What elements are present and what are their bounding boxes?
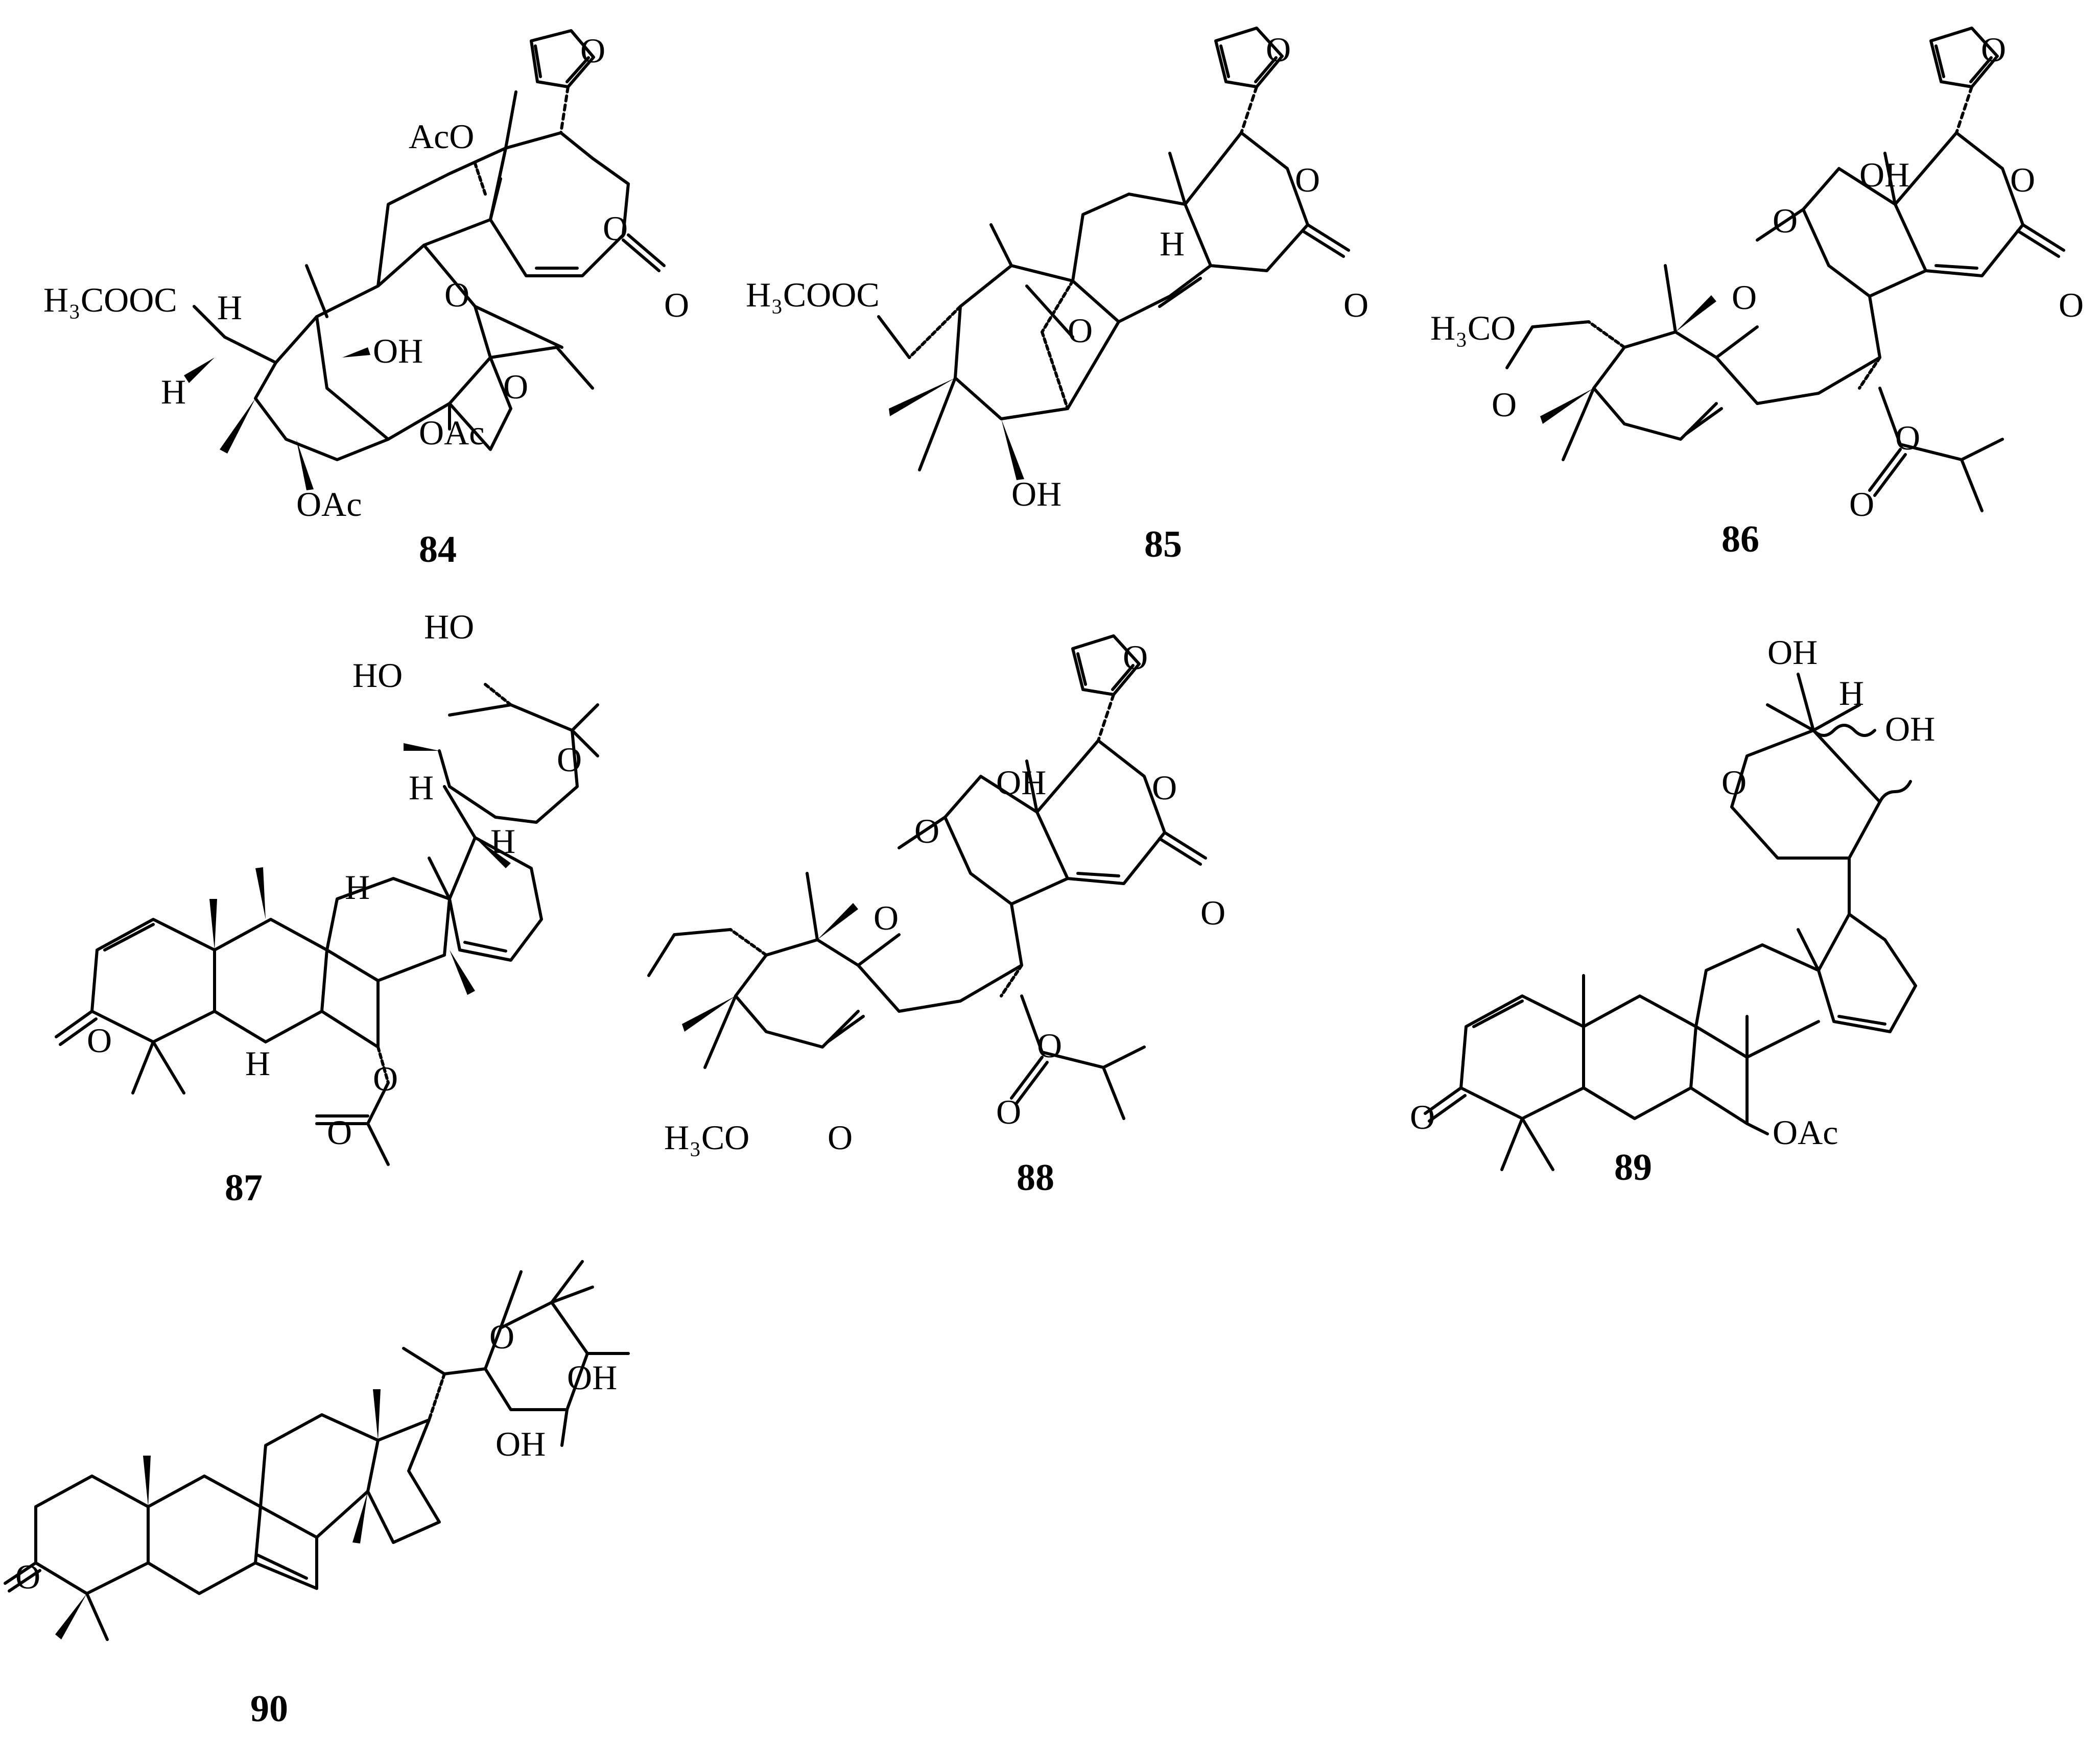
atom-label: O (1849, 485, 1874, 524)
compound-number: 88 (1017, 1157, 1054, 1199)
compound-87: HO HO O H H H H O O O 87 (55, 607, 599, 1209)
atom-label: O (373, 1059, 398, 1098)
atom-label: O (1152, 768, 1177, 807)
atom-label: OAc (296, 485, 362, 524)
atom-label: OH (373, 331, 423, 370)
compound-number: 87 (225, 1167, 263, 1209)
atom-label: O (489, 1317, 514, 1356)
compound-number: 86 (1721, 518, 1759, 560)
atom-label: HO (352, 656, 403, 695)
atom-label: H (345, 868, 370, 907)
compound-number: 84 (419, 529, 457, 571)
atom-label: H₃COOC (746, 275, 880, 314)
atom-label: O (327, 1113, 352, 1152)
atom-label: O (603, 209, 628, 248)
atom-label: OAc (1773, 1113, 1838, 1152)
atom-label: O (1492, 385, 1517, 424)
compound-number: 90 (250, 1688, 288, 1730)
compound-number: 85 (1144, 524, 1182, 565)
atom-label: O (828, 1118, 853, 1157)
compound-85: O H₃COOC H O O O OH 85 (746, 27, 1368, 565)
atom-label: O (1895, 418, 1920, 457)
atom-label: O (1037, 1026, 1062, 1065)
atom-label: OH (1859, 155, 1909, 194)
atom-label: O (1343, 286, 1368, 324)
atom-label: O (15, 1557, 40, 1596)
atom-label: OH (1011, 474, 1061, 513)
compound-88: O OH O O O O O O H₃CO O 88 (647, 634, 1225, 1199)
atom-label: O (1068, 311, 1093, 350)
atom-label: O (1123, 638, 1148, 677)
atom-label: O (996, 1092, 1021, 1131)
atom-label: H₃COOC (43, 280, 177, 319)
atom-label: O (1981, 30, 2006, 69)
atom-label: O (914, 812, 939, 850)
atom-label: O (1732, 278, 1757, 317)
atom-label: OAc (419, 413, 484, 452)
atom-label: O (1410, 1098, 1435, 1136)
atom-label: AcO (409, 117, 474, 156)
atom-label: O (1295, 160, 1320, 199)
atom-label: O (1266, 30, 1291, 69)
atom-label: OH (996, 763, 1046, 802)
atom-label: O (874, 898, 899, 937)
atom-label: OH (567, 1358, 617, 1397)
compound-84: O AcO H₃COOC H H OH O O O O OAc OAc 84 (43, 29, 689, 571)
atom-label: OH (1767, 633, 1818, 672)
compound-86: O H₃CO O O OH O O O O O 86 (1430, 27, 2084, 560)
atom-label: O (1200, 893, 1225, 932)
atom-label: H (1839, 674, 1864, 712)
atom-label: H (409, 768, 434, 807)
atom-label: H₃CO (664, 1118, 749, 1157)
atom-label: HO (424, 607, 474, 646)
atom-label: O (1773, 201, 1798, 240)
compound-89: OH H OH O O OAc 89 (1410, 633, 1935, 1188)
atom-label: OH (495, 1424, 546, 1463)
atom-label: OH (1885, 709, 1935, 748)
atom-label: O (2010, 160, 2035, 199)
atom-label: H (490, 822, 515, 861)
atom-label: O (444, 275, 469, 314)
compound-number: 89 (1614, 1147, 1652, 1188)
atom-label: O (1721, 763, 1747, 802)
atom-label: O (87, 1021, 112, 1060)
atom-label: H (217, 288, 242, 327)
atom-label: O (580, 31, 605, 70)
atom-label: H (1160, 224, 1185, 263)
compound-90: O OH OH O 90 (4, 1260, 630, 1730)
atom-label: O (2059, 286, 2084, 324)
atom-label: H (161, 372, 186, 411)
atom-label: H₃CO (1430, 308, 1516, 347)
atom-label: O (557, 740, 582, 779)
atom-label: O (503, 367, 528, 406)
atom-label: O (664, 286, 689, 324)
atom-label: H (245, 1044, 270, 1083)
